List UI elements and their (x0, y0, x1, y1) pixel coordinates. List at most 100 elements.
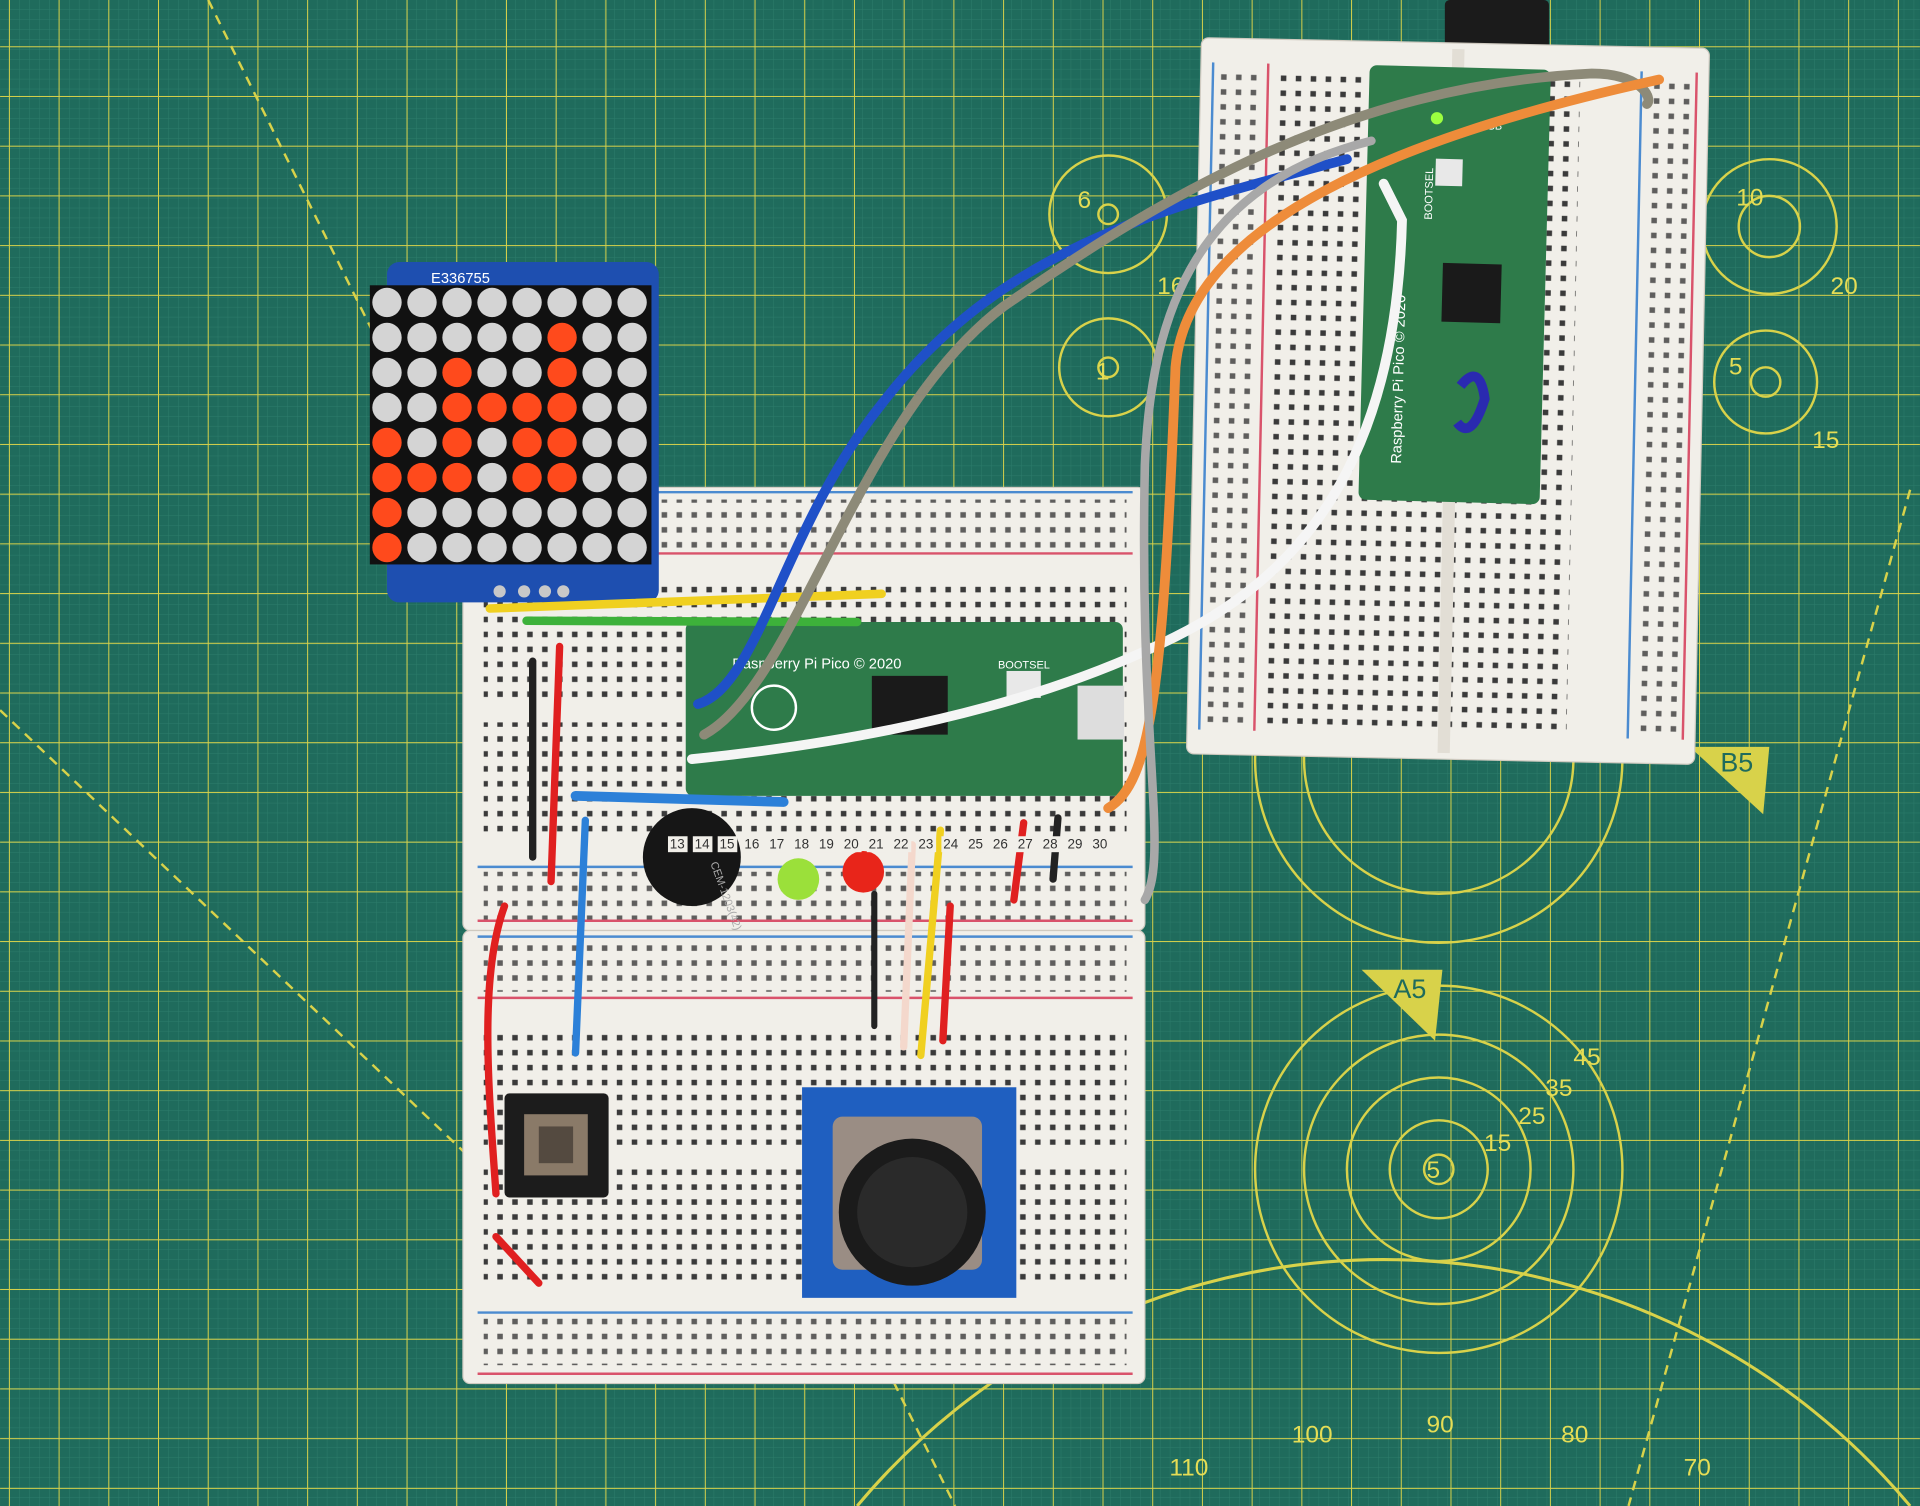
mat-labels: 6 16 1 10 20 5 15 B5 A5 45 35 25 15 5 11… (1078, 185, 1858, 1482)
led-off (582, 392, 612, 423)
svg-text:5: 5 (1426, 1157, 1440, 1184)
led-off (477, 462, 507, 493)
column-number: 19 (819, 837, 834, 852)
led-off (477, 357, 507, 388)
column-number: 23 (918, 837, 933, 852)
led-off (582, 322, 612, 353)
led-off (407, 392, 437, 423)
svg-text:90: 90 (1426, 1412, 1453, 1439)
led-off (617, 427, 647, 458)
led-on (407, 462, 437, 493)
usb-cable (1444, 0, 1549, 52)
column-number-bg (1090, 836, 1111, 853)
led-on (372, 462, 402, 493)
column-number-bg (717, 836, 738, 853)
column-number-bg (991, 836, 1011, 853)
green-led (777, 858, 820, 900)
column-number-bg (817, 836, 837, 853)
led-off (617, 462, 647, 493)
column-number-bg (941, 836, 961, 853)
led-on (512, 427, 542, 458)
column-number-bg (667, 836, 688, 853)
joystick-module (802, 1087, 1017, 1298)
column-number: 26 (993, 837, 1008, 852)
svg-text:20: 20 (1831, 273, 1858, 300)
column-number: 20 (844, 837, 859, 852)
led-off (617, 392, 647, 423)
led-on (442, 357, 472, 388)
led-off (547, 287, 577, 318)
column-number: 30 (1092, 837, 1107, 852)
led-off (547, 532, 577, 563)
column-number-bg (916, 836, 937, 853)
column-number: 25 (968, 837, 983, 852)
led-off (407, 357, 437, 388)
column-number: 29 (1068, 837, 1083, 852)
led-off (372, 392, 402, 423)
jumper-wires (484, 68, 1665, 1287)
column-number: 21 (869, 837, 884, 852)
led-on (477, 392, 507, 423)
svg-text:25: 25 (1518, 1103, 1545, 1130)
column-number-bg (841, 836, 862, 853)
column-number-bg (792, 836, 812, 853)
svg-text:45: 45 (1573, 1044, 1600, 1071)
column-number-bg (1040, 836, 1061, 853)
led-on (512, 462, 542, 493)
led-on (442, 462, 472, 493)
svg-text:6: 6 (1078, 187, 1092, 214)
svg-text:110: 110 (1169, 1454, 1208, 1481)
led-off (617, 322, 647, 353)
column-number-bg (966, 836, 986, 853)
led-off (372, 287, 402, 318)
svg-text:E336755: E336755 (431, 271, 490, 287)
led-on (372, 427, 402, 458)
led-off (442, 287, 472, 318)
column-number-bg (1015, 836, 1036, 853)
led-on (547, 357, 577, 388)
led-off (582, 427, 612, 458)
led-matrix-backpack: E336755 (369, 262, 659, 603)
led-off (582, 532, 612, 563)
led-on (547, 462, 577, 493)
led-off (407, 287, 437, 318)
svg-text:100: 100 (1292, 1421, 1333, 1448)
svg-text:BOOTSEL: BOOTSEL (1423, 168, 1436, 220)
led-off (617, 497, 647, 528)
led-grid (372, 287, 647, 563)
led-off (477, 427, 507, 458)
led-off (477, 287, 507, 318)
power-led (1430, 112, 1444, 125)
led-on (372, 497, 402, 528)
led-on (547, 427, 577, 458)
svg-text:A5: A5 (1393, 974, 1426, 1004)
svg-text:10: 10 (1736, 185, 1763, 212)
push-button (504, 1093, 609, 1198)
column-number-bg (891, 836, 912, 853)
led-off (477, 497, 507, 528)
column-number-bg (866, 836, 887, 853)
column-number-bg (767, 836, 787, 853)
led-off (617, 287, 647, 318)
svg-text:BOOTSEL: BOOTSEL (998, 660, 1050, 672)
led-off (582, 462, 612, 493)
led-off (442, 532, 472, 563)
led-off (477, 322, 507, 353)
svg-text:35: 35 (1545, 1075, 1572, 1102)
led-on (372, 532, 402, 563)
led-off (372, 322, 402, 353)
column-number: 18 (794, 837, 809, 852)
column-number-bg (1065, 836, 1086, 853)
led-off (512, 497, 542, 528)
pico-board-left: Raspberry Pi Pico © 2020 BOOTSEL (685, 621, 1125, 796)
led-on (547, 322, 577, 353)
led-off (407, 427, 437, 458)
column-number-bg (742, 836, 763, 853)
led-on (442, 392, 472, 423)
led-off (442, 322, 472, 353)
red-led (842, 850, 885, 893)
led-off (407, 532, 437, 563)
column-number: 24 (943, 837, 958, 852)
svg-text:15: 15 (1484, 1130, 1511, 1157)
